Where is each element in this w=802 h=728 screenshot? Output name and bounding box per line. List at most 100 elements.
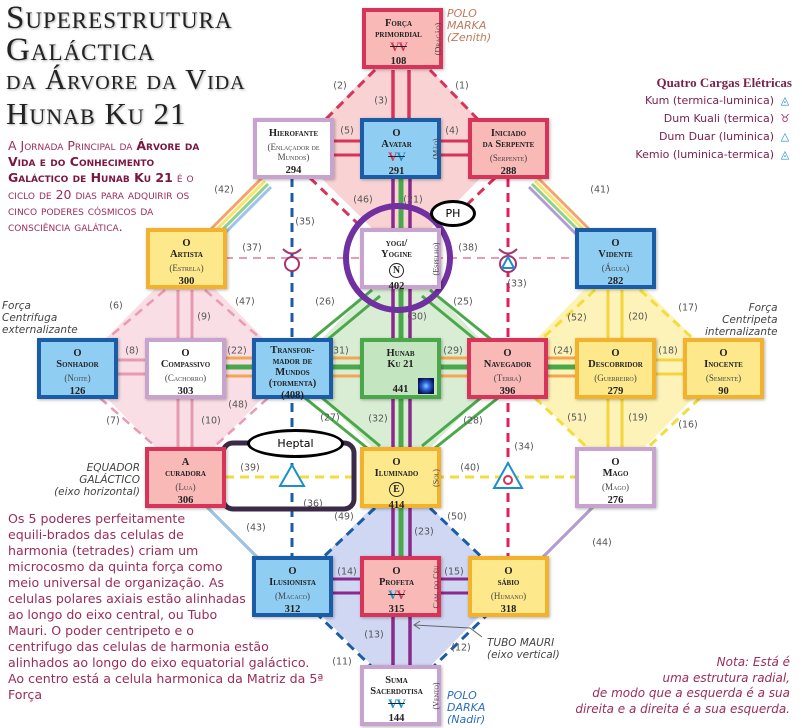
intro-bold: Árvore da Vida e do Conhecimento Galácti… xyxy=(8,138,200,186)
node-title: sábio xyxy=(497,577,520,588)
node-title: O xyxy=(611,348,620,359)
node-subtitle: (Guerreiro) xyxy=(594,373,637,383)
edge-label: (32) xyxy=(368,413,388,425)
edge-label: (21) xyxy=(403,194,423,206)
edge-label: (51) xyxy=(567,412,587,424)
edge-label: (4) xyxy=(445,125,459,137)
circle-letter: E xyxy=(389,482,404,497)
yellow-dashed-edges xyxy=(533,288,702,457)
node-title: Vidente xyxy=(598,249,633,260)
node-subtitle: (Terra) xyxy=(493,373,522,383)
intro-text: A Jornada Principal da Árvore da Vida e … xyxy=(8,138,208,235)
node-title: Sacerdotisa xyxy=(370,686,423,697)
edge-label: (7) xyxy=(106,415,120,427)
intro-part-2: é o ciclo de 20 dias para adquirir os ci… xyxy=(8,170,194,235)
glyph-mark: V xyxy=(388,587,397,602)
ph-highlight-circle xyxy=(343,203,453,313)
label-line: EQUADOR xyxy=(86,462,140,474)
title-line-4: Hunab Ku 21 xyxy=(6,96,187,131)
side-text: (Sol) xyxy=(431,468,441,487)
node-number: 306 xyxy=(177,495,194,506)
harmonic-glyph-icon: VV xyxy=(366,40,431,53)
harmonic-glyph-icon: VV xyxy=(364,697,429,710)
polo-marka-line: POLO xyxy=(447,7,477,20)
node-title: Avatar xyxy=(381,139,412,150)
node-title: Suma xyxy=(385,675,408,686)
edge-label: (23) xyxy=(414,526,434,538)
legend-item: Kemio (luminica-termica)◬ xyxy=(635,146,792,164)
edge-label: (9) xyxy=(197,311,211,323)
edge-label: (35) xyxy=(295,216,315,228)
node-title: O xyxy=(503,348,512,359)
edge-label: (50) xyxy=(447,511,467,523)
label-line: internalizante xyxy=(705,326,778,338)
edge-label: (11) xyxy=(332,656,352,668)
node-title: Profeta xyxy=(378,577,415,588)
edge-label: (37) xyxy=(242,242,262,254)
forca-centrifuga-label: Força Centrifuga externalizante xyxy=(2,300,78,336)
node-title: Iluminado xyxy=(374,468,419,479)
edge-label: (10) xyxy=(201,415,221,427)
node-title: Compassivo xyxy=(160,359,211,370)
node-subtitle: (Águia) xyxy=(601,263,630,273)
polo-marka-line: (Zenith) xyxy=(447,31,492,44)
edge-label: (25) xyxy=(453,296,473,308)
node-title: Ku 21 xyxy=(387,359,414,370)
edge-label: (39) xyxy=(240,462,260,474)
node-subtitle: (Estrela) xyxy=(169,263,204,273)
node-subtitle: (Semente) xyxy=(705,373,742,383)
ph-label: PH xyxy=(430,200,476,227)
kum-icon: ◬ xyxy=(780,94,790,107)
horizontal-edges xyxy=(117,139,683,595)
label-line: Centripeta xyxy=(722,314,778,326)
node-subtitle: (Macaco) xyxy=(275,591,310,601)
note-line: Nota: Está é xyxy=(716,655,790,669)
circle-letter: N xyxy=(389,263,404,278)
node-number: (408) xyxy=(281,390,304,401)
node-title: O xyxy=(504,566,513,577)
legend-label: Dum Kuali (termica) xyxy=(663,112,774,125)
node-number: 108 xyxy=(390,56,407,67)
side-text: (Espelho) xyxy=(431,242,441,275)
node-title: O xyxy=(288,566,297,577)
edge-label: (1) xyxy=(455,80,469,92)
edge-label: (49) xyxy=(334,511,354,523)
node-subtitle: (Lua) xyxy=(175,482,196,492)
kum-icon xyxy=(498,248,518,273)
edge-label: (27) xyxy=(320,412,340,424)
node-title: mador de xyxy=(272,356,313,367)
node-title: Artista xyxy=(170,249,203,260)
edge-label: (47) xyxy=(235,296,255,308)
polo-marka-label: POLO MARKA (Zenith) xyxy=(447,8,491,44)
circle-letter-icon: N xyxy=(364,260,429,278)
label-line: GALÁCTICO xyxy=(79,474,140,486)
node-number: 294 xyxy=(285,165,302,176)
edge-label: (8) xyxy=(125,345,139,357)
label-line: Força xyxy=(2,300,31,312)
note-line: de modo que a esquerda é a sua xyxy=(592,686,790,700)
body-text-block: Os 5 poderes perfeitamente equili-brados… xyxy=(8,511,328,703)
node-title: Sonhador xyxy=(56,359,99,370)
node-title: Ilusionista xyxy=(269,577,316,588)
polo-darka-line: DARKA xyxy=(447,701,486,714)
node-title: yogi/ xyxy=(385,238,408,249)
edge-label: (13) xyxy=(364,629,384,641)
legend-item: Dum Kuali (termica)♉ xyxy=(635,110,792,128)
polo-darka-line: POLO xyxy=(447,689,477,702)
node-number: 303 xyxy=(177,386,194,397)
node-title: Força xyxy=(384,18,413,29)
node-number: 402 xyxy=(388,281,405,292)
legend-item: Dum Duar (luminica)△ xyxy=(635,128,792,146)
